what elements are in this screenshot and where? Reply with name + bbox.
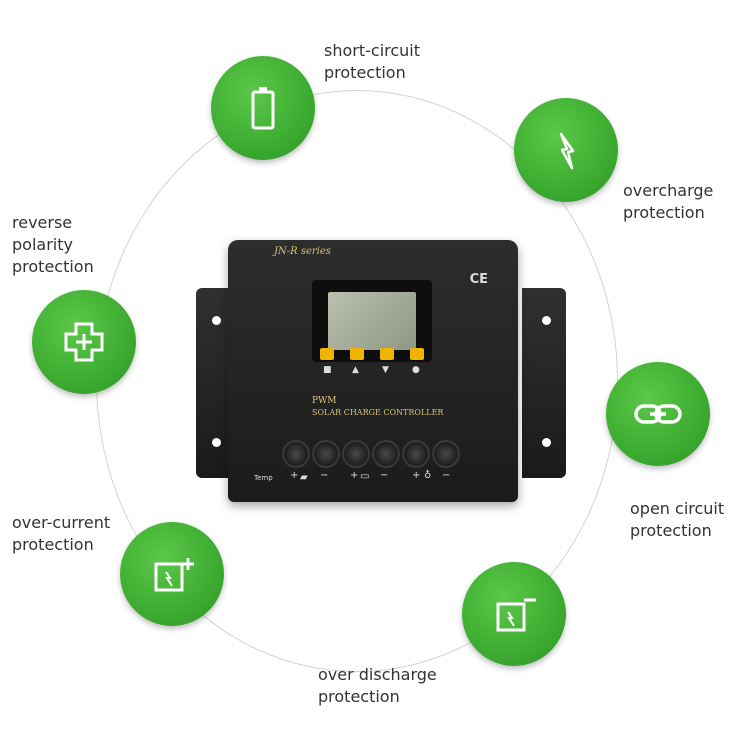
- label-short-circuit: short-circuit protection: [324, 41, 421, 82]
- battery-minus: −: [380, 470, 389, 481]
- lcd-screen: [328, 292, 416, 350]
- load-plus: +: [412, 470, 421, 481]
- terminal-2: [312, 440, 340, 468]
- battery-minus-icon-badge: [462, 562, 566, 666]
- pv-minus: −: [320, 470, 329, 481]
- reverse-arrows-icon-badge: [32, 290, 136, 394]
- lightning-icon: [559, 132, 575, 170]
- solar-charge-controller: JN-R series CE ■ ▲ ▼ ● PWM SOLAR CHARGE …: [196, 240, 566, 510]
- label-open-circuit: open circuit protection: [630, 499, 725, 540]
- terminal-4: [372, 440, 400, 468]
- battery-plus-icon: [154, 558, 194, 592]
- key-2-symbol: ▲: [352, 365, 359, 375]
- lightning-icon-badge: [514, 98, 618, 202]
- key-1-symbol: ■: [323, 365, 332, 375]
- battery-icon: [251, 87, 275, 130]
- solar-panel-icon: ▰: [300, 472, 308, 483]
- key-1[interactable]: [320, 348, 334, 360]
- reverse-arrows-icon: [64, 322, 104, 362]
- terminal-6: [432, 440, 460, 468]
- label-overcharge: overcharge protection: [623, 181, 714, 222]
- battery-icon-badge: [211, 56, 315, 160]
- key-4[interactable]: [410, 348, 424, 360]
- battery-plus-icon-badge: [120, 522, 224, 626]
- terminal-5: [402, 440, 430, 468]
- key-2[interactable]: [350, 348, 364, 360]
- key-3[interactable]: [380, 348, 394, 360]
- temp-label: Temp: [254, 474, 273, 482]
- mode-label: PWM: [312, 396, 337, 406]
- button-row: [320, 348, 430, 360]
- bulb-icon: ♁: [424, 470, 432, 481]
- ce-mark: CE: [469, 272, 488, 287]
- key-4-symbol: ●: [412, 365, 420, 375]
- terminal-1: [282, 440, 310, 468]
- battery-minus-icon: [496, 598, 536, 632]
- pv-plus: +: [290, 470, 299, 481]
- controller-body: JN-R series CE ■ ▲ ▼ ● PWM SOLAR CHARGE …: [228, 240, 518, 502]
- label-reverse-polarity: reverse polarity protection: [12, 213, 94, 276]
- series-label: JN-R series: [274, 246, 331, 257]
- battery-plus: +: [350, 470, 359, 481]
- load-minus: −: [442, 470, 451, 481]
- label-over-current: over-current protection: [12, 513, 111, 554]
- mounting-bracket-right: [522, 288, 566, 478]
- battery-symbol-icon: ▭: [360, 471, 370, 482]
- product-name: SOLAR CHARGE CONTROLLER: [312, 408, 444, 417]
- label-over-discharge: over discharge protection: [318, 665, 437, 706]
- link-icon-badge: [606, 362, 710, 466]
- key-3-symbol: ▼: [382, 365, 389, 375]
- link-icon: [634, 404, 682, 424]
- terminal-3: [342, 440, 370, 468]
